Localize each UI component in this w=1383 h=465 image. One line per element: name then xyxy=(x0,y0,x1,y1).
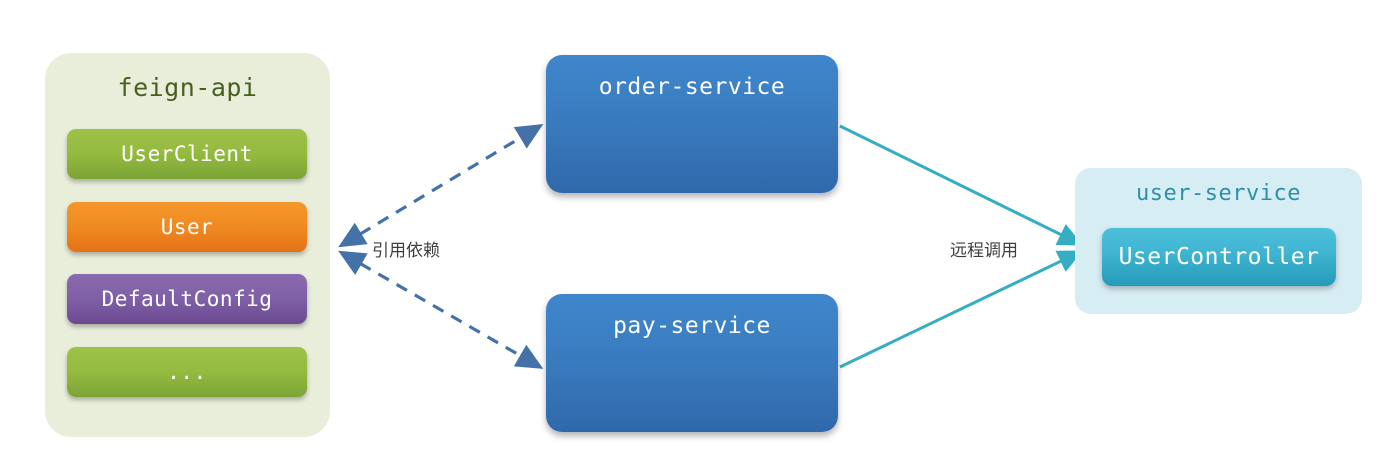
edge-remote-call-order xyxy=(839,124,1084,246)
user-service-panel: user-service UserController xyxy=(1075,168,1362,314)
feign-api-title: feign-api xyxy=(117,73,258,102)
edge-label-remote-call: 远程调用 xyxy=(950,241,1018,261)
component-label: UserClient xyxy=(121,142,253,166)
user-service-title: user-service xyxy=(1136,181,1301,206)
feign-api-panel: feign-api UserClient User DefaultConfig … xyxy=(45,53,330,437)
component-label: DefaultConfig xyxy=(101,287,273,311)
edge-dependency-order xyxy=(338,124,544,248)
component-user-client[interactable]: UserClient xyxy=(67,129,307,179)
component-default-config[interactable]: DefaultConfig xyxy=(67,274,307,324)
edge-dependency-pay xyxy=(338,250,544,369)
service-label: order-service xyxy=(598,74,786,100)
service-box-pay-service[interactable]: pay-service xyxy=(546,294,838,432)
component-label: User xyxy=(160,215,214,239)
component-user-controller[interactable]: UserController xyxy=(1102,228,1336,286)
component-label: ... xyxy=(167,360,207,384)
edge-label-dependency: 引用依赖 xyxy=(372,241,440,261)
service-box-order-service[interactable]: order-service xyxy=(546,55,838,193)
edge-remote-call-pay xyxy=(839,250,1084,369)
component-user[interactable]: User xyxy=(67,202,307,252)
component-label: UserController xyxy=(1118,244,1320,270)
service-label: pay-service xyxy=(613,313,771,339)
component-more[interactable]: ... xyxy=(67,347,307,397)
